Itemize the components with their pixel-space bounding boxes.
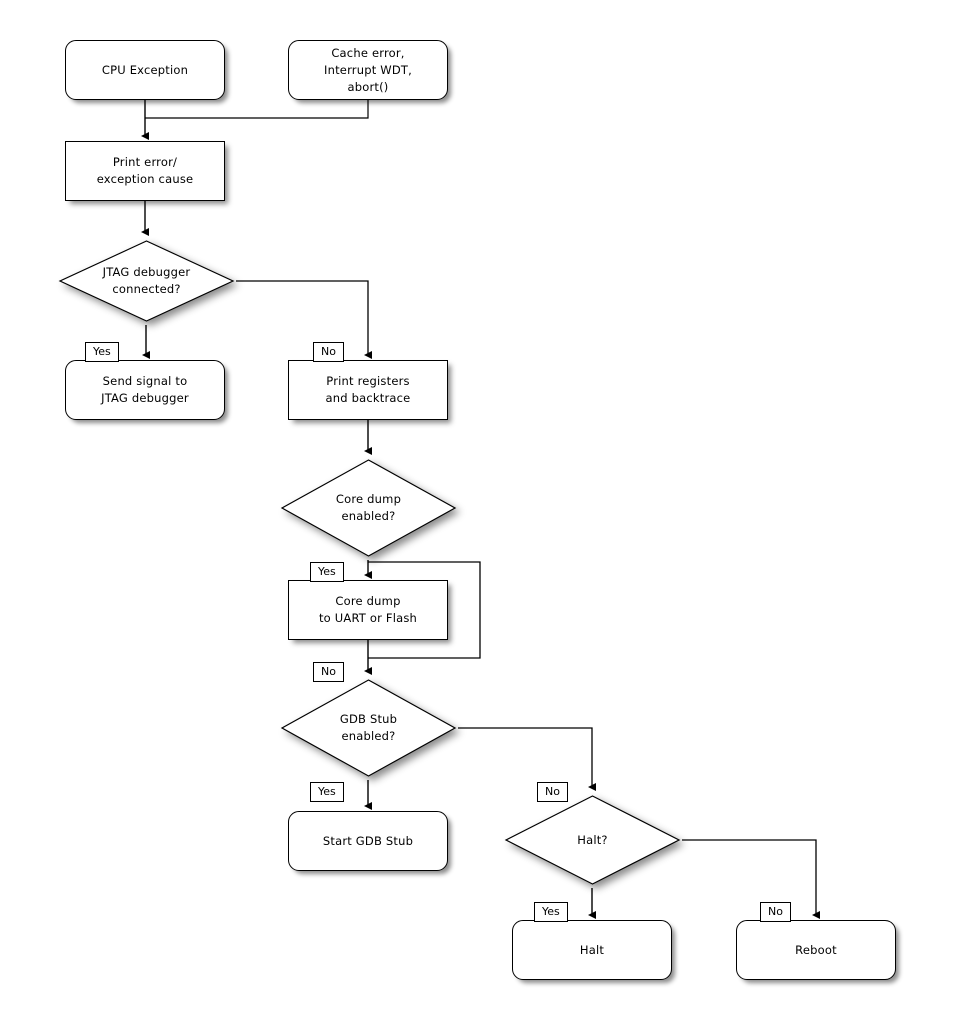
node-send-signal-jtag-label: Send signal to JTAG debugger <box>101 374 189 405</box>
edge-label-halt-no: No <box>760 902 791 922</box>
edge-label-coredump-no: No <box>313 662 344 682</box>
node-halt-decision[interactable]: Halt? <box>503 792 682 888</box>
edge-jtag-no-to-print-registers <box>236 280 372 359</box>
node-cache-error-label: Cache error, Interrupt WDT, abort() <box>324 45 412 94</box>
node-cpu-exception[interactable]: CPU Exception <box>65 40 225 100</box>
node-send-signal-jtag[interactable]: Send signal to JTAG debugger <box>65 360 225 420</box>
node-core-dump-enabled-label: Core dump enabled? <box>335 492 402 523</box>
node-gdb-stub-enabled-label: GDB Stub enabled? <box>339 712 398 743</box>
node-reboot[interactable]: Reboot <box>736 920 896 980</box>
edge-label-jtag-yes: Yes <box>85 342 119 362</box>
node-reboot-label: Reboot <box>795 942 837 957</box>
node-core-dump-enabled[interactable]: Core dump enabled? <box>279 456 458 560</box>
node-cache-error[interactable]: Cache error, Interrupt WDT, abort() <box>288 40 448 100</box>
node-jtag-debugger-connected-label: JTAG debugger connected? <box>102 265 191 296</box>
edge-label-gdbstub-no: No <box>537 782 568 802</box>
diamond-shape <box>280 679 457 777</box>
diamond-shape <box>504 795 681 885</box>
node-jtag-debugger-connected[interactable]: JTAG debugger connected? <box>57 237 236 325</box>
edge-halt-no-to-reboot <box>682 839 820 919</box>
node-print-error[interactable]: Print error/ exception cause <box>65 141 225 201</box>
node-gdb-stub-enabled[interactable]: GDB Stub enabled? <box>279 676 458 780</box>
edge-gdbstub-no-to-halt-decision <box>458 727 596 791</box>
node-cpu-exception-label: CPU Exception <box>101 62 189 77</box>
diamond-shape <box>280 459 457 557</box>
edge-cache-error-to-print-error <box>145 100 369 119</box>
edge-label-halt-yes: Yes <box>534 902 568 922</box>
node-start-gdb-stub[interactable]: Start GDB Stub <box>288 811 448 871</box>
node-print-error-label: Print error/ exception cause <box>96 155 194 186</box>
edge-label-gdbstub-yes: Yes <box>310 782 344 802</box>
edge-label-coredump-yes: Yes <box>310 562 344 582</box>
node-core-dump[interactable]: Core dump to UART or Flash <box>288 580 448 640</box>
node-halt[interactable]: Halt <box>512 920 672 980</box>
node-start-gdb-stub-label: Start GDB Stub <box>322 833 414 848</box>
diamond-shape <box>58 240 235 322</box>
node-core-dump-label: Core dump to UART or Flash <box>318 594 418 625</box>
edge-label-jtag-no: No <box>313 342 344 362</box>
node-print-registers-label: Print registers and backtrace <box>325 374 411 405</box>
node-print-registers[interactable]: Print registers and backtrace <box>288 360 448 420</box>
node-halt-decision-label: Halt? <box>577 832 608 847</box>
node-halt-label: Halt <box>579 942 605 957</box>
